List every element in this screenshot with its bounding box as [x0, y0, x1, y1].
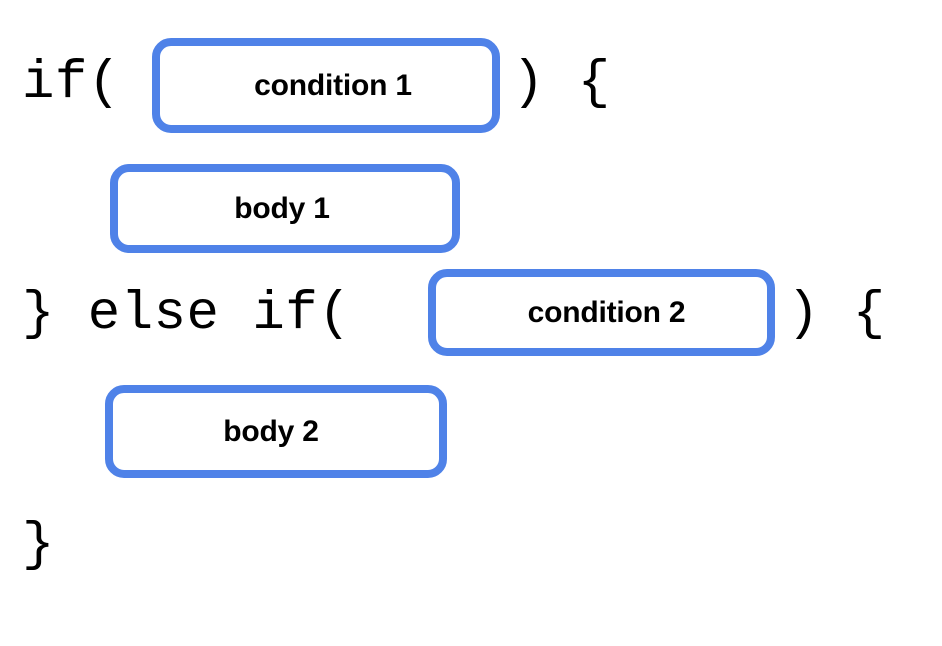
- slot-body-2-label: body 2: [223, 414, 319, 448]
- if-keyword-close: ) {: [512, 53, 611, 114]
- else-if-keyword-close: ) {: [787, 284, 886, 345]
- if-keyword-open: if(: [22, 53, 121, 114]
- slot-body-2[interactable]: body 2: [105, 385, 447, 478]
- slot-condition-2[interactable]: condition 2: [428, 269, 775, 356]
- slot-body-1[interactable]: body 1: [110, 164, 460, 253]
- else-if-keyword-open: } else if(: [22, 284, 352, 345]
- slot-condition-1-label: condition 1: [254, 68, 412, 102]
- slot-body-1-label: body 1: [234, 191, 330, 225]
- block-end-brace: }: [22, 515, 55, 576]
- slot-condition-1[interactable]: condition 1: [152, 38, 500, 133]
- slot-condition-2-label: condition 2: [527, 295, 686, 329]
